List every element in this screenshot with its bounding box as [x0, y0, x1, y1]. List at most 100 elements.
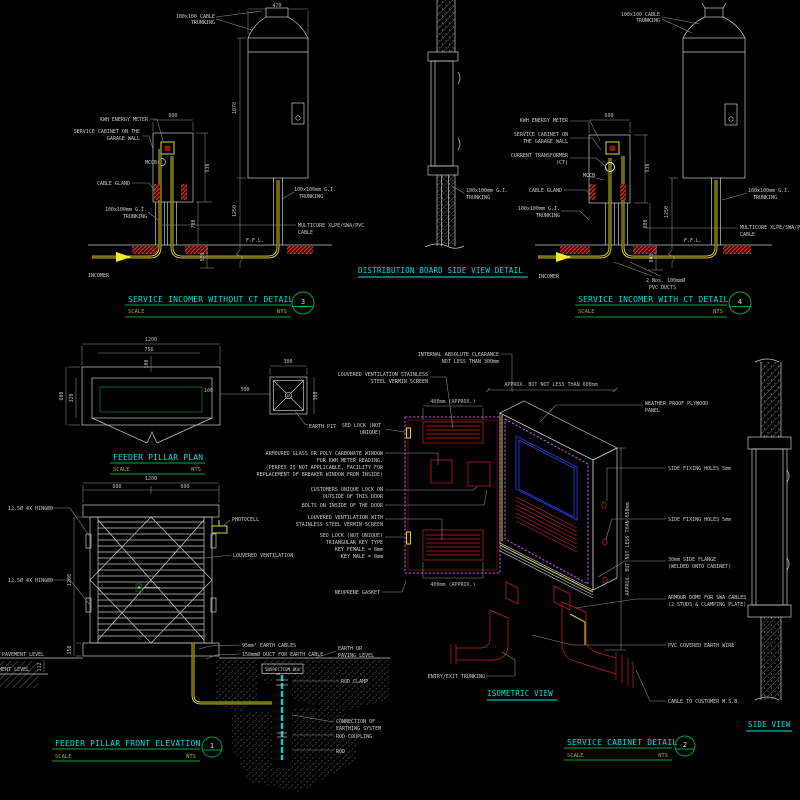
label-service-cabinet-1: SERVICE CABINET ON: [514, 132, 568, 138]
ground-hatch: [132, 246, 158, 254]
label-cable-trunking-1: 100x100 CABLE: [176, 14, 215, 20]
label-sed-lock-2d: KEY MALE = 8mm: [341, 554, 383, 560]
label-sed-lock-2b: TRIANGULAR KEY TYPE: [326, 540, 383, 546]
label-gi-trunking-r1: 100x100mm G.I.: [748, 188, 790, 194]
dim-1200: 1200: [145, 476, 157, 482]
label-connection-1: CONNECTION OF: [336, 719, 375, 725]
sed-lock-top: [406, 427, 411, 439]
incomer-arrow: [116, 252, 131, 262]
dim-500: 500: [240, 387, 249, 393]
feeder-pillar-plan: 1200 756 100 600 320 100 500 300 300 EP …: [59, 337, 336, 475]
dim-1250: 1250: [232, 205, 238, 217]
trunking-studs: [505, 581, 571, 611]
label-gi-trunking-r1: 100x100mm G.I.: [294, 187, 336, 193]
sc-nts: NTS: [658, 753, 668, 759]
sc-number: 2: [683, 741, 687, 749]
label-side-flange-2: (WELDED ONTO CABINET): [668, 564, 731, 570]
isometric-view-title: ISOMETRIC VIEW: [487, 689, 553, 698]
label-mccb: MCCB: [583, 173, 595, 179]
detail-4-scale-label: SCALE: [578, 309, 595, 315]
detail-3-bubble: [291, 291, 315, 315]
label-glass-4: REPLACEMENT OF BREAKER WINDOW FROM INSID…: [257, 472, 383, 478]
label-service-cabinet-1: SERVICE CABINET ON THE: [74, 129, 140, 135]
cable-gland-symbol: [154, 184, 160, 200]
detail-4-bubble: [728, 291, 752, 315]
title-block-front-elevation: FEEDER PILLAR FRONT ELEVATION SCALE NTS …: [52, 736, 223, 762]
detail-4-service-incomer-with-ct: 100x100 CABLE TRUNKING 600 930 1250 800 …: [511, 2, 800, 318]
cabinet-side-view: SIDE VIEW: [746, 358, 792, 732]
detail-3-service-incomer-without-ct: 470 600 1078 930 1250 700 500 100x100 CA…: [74, 3, 364, 318]
label-kwh-energy-meter: KWH ENERGY METER: [100, 117, 149, 123]
dim-1250: 1250: [664, 206, 670, 218]
label-multicore-1: MULTICORE XLPE/SWA/PVC: [740, 225, 800, 231]
plan-scale-label: SCALE: [113, 467, 130, 473]
label-multicore-1: MULTICORE XLPE/SWA/PVC: [298, 223, 364, 229]
fe-scale-label: SCALE: [55, 754, 72, 760]
label-pvc-ducts-1: 2 Nos. 100mmØ: [646, 277, 685, 284]
label-sed-lock-2a: SED LOCK (NOT UNIQUE): [320, 533, 383, 539]
label-service-cabinet-2: THE GARAGE WALL: [523, 139, 568, 145]
label-cable-trunking-1: 100x100 CABLE: [621, 12, 660, 18]
door-lock: [135, 583, 143, 592]
label-pavement-level-2: PAVEMENT LEVEL: [0, 667, 29, 673]
label-weatherproof-1: WEATHER PROOF PLYWOOD: [645, 401, 708, 407]
fe-title: FEEDER PILLAR FRONT ELEVATION: [55, 739, 200, 748]
detail-3-number: 3: [301, 298, 305, 306]
label-sed-lock-1a: SED LOCK (NOT: [342, 423, 381, 429]
fe-number: 1: [210, 742, 214, 750]
entry-exit-trunking-elbows: [450, 601, 634, 688]
dim-1200: 1200: [145, 337, 157, 343]
label-rod-clamp: ROD CLAMP: [341, 679, 368, 685]
dim-470: 470: [272, 3, 281, 9]
dim-approx-600: APPROX. BUT NOT LESS THAN 600mm: [504, 382, 597, 388]
label-multicore-2: CABLE: [298, 230, 313, 236]
meter-window-2: [467, 461, 491, 487]
isometric-view: APPROX. BUT NOT LESS THAN 600mm APPROX. …: [428, 382, 746, 761]
title-block-plan: FEEDER PILLAR PLAN SCALE NTS: [110, 453, 205, 475]
dim-1200v: 1200: [67, 574, 73, 586]
label-pvc-ducts-2: PVC DUCTS: [649, 285, 676, 291]
label-gi-trunking-l1: 100x100mm G.I.: [518, 206, 560, 212]
kwh-meter-symbol: [605, 141, 620, 155]
dim-600: 600: [59, 391, 65, 400]
dim-300b: 300: [313, 391, 319, 400]
label-armour-2: (2 STUDS & CLAMPING PLATE): [668, 602, 746, 608]
dim-700: 700: [191, 219, 197, 228]
label-louver-w-1: LOUVERED VENTILATION WITH: [308, 515, 383, 521]
detail-4-number: 4: [738, 298, 742, 306]
meter-window-1: [430, 459, 453, 484]
title-block-detail-4: SERVICE INCOMER WITH CT DETAIL SCALE NTS…: [575, 291, 752, 318]
dim-112: 112: [37, 662, 43, 671]
label-cable-gland: CABLE GLAND: [97, 181, 130, 187]
label-multicore-2: CABLE: [740, 232, 755, 238]
sed-lock-bottom: [406, 531, 411, 545]
label-hinged-top: 12.5Ø 4X HINGED: [8, 505, 53, 512]
label-connection-2: EARTHING SYSTEM: [336, 726, 381, 732]
fe-bubble: [201, 736, 223, 758]
label-photocell: PHOTOCELL: [232, 517, 259, 523]
label-incomer: INCOMER: [88, 273, 110, 279]
label-cable-trunking-2: TRUNKING: [191, 20, 215, 26]
label-side-fixing-1: SIDE FIXING HOLES 5mm: [668, 466, 731, 472]
dim-600: 600: [168, 113, 177, 119]
label-pvc-earth-wire: PVC COVERED EARTH WIRE: [668, 643, 734, 649]
dim-800b: 800: [649, 253, 655, 262]
label-cable-to-customer: CABLE TO CUSTOMER M.S.B.: [668, 699, 740, 705]
label-db-gi-1: 100x100mm G.I.: [466, 188, 508, 194]
label-gi-trunking-l2: TRUNKING: [536, 213, 560, 219]
label-louver-w-2: STAINLESS STEEL VERMIN SCREEN: [296, 522, 383, 528]
label-cable-gland: CABLE GLAND: [529, 188, 562, 194]
label-ffl: F.F.L.: [246, 238, 264, 244]
label-sed-lock-2c: KEY FEMALE = 8mm: [335, 547, 383, 553]
label-ct-1: CURRENT TRANSFORMER: [511, 153, 569, 159]
label-pavement-level-1: PAVEMENT LEVEL: [2, 652, 44, 658]
dim-300a: 300: [283, 359, 292, 365]
title-block-service-cabinet: SERVICE CABINET DETAIL SCALE NTS 2: [564, 735, 696, 761]
label-gi-trunking-1: 100x100mm G.I.: [105, 207, 147, 213]
label-neoprene-gasket: NEOPRENE GASKET: [335, 590, 380, 596]
dim-1078: 1078: [232, 102, 238, 114]
fe-nts: NTS: [186, 754, 196, 760]
label-hinged-bottom: 12.5Ø 4X HINGED: [8, 577, 53, 584]
label-rod-coupling: ROD COUPLING: [336, 734, 372, 740]
